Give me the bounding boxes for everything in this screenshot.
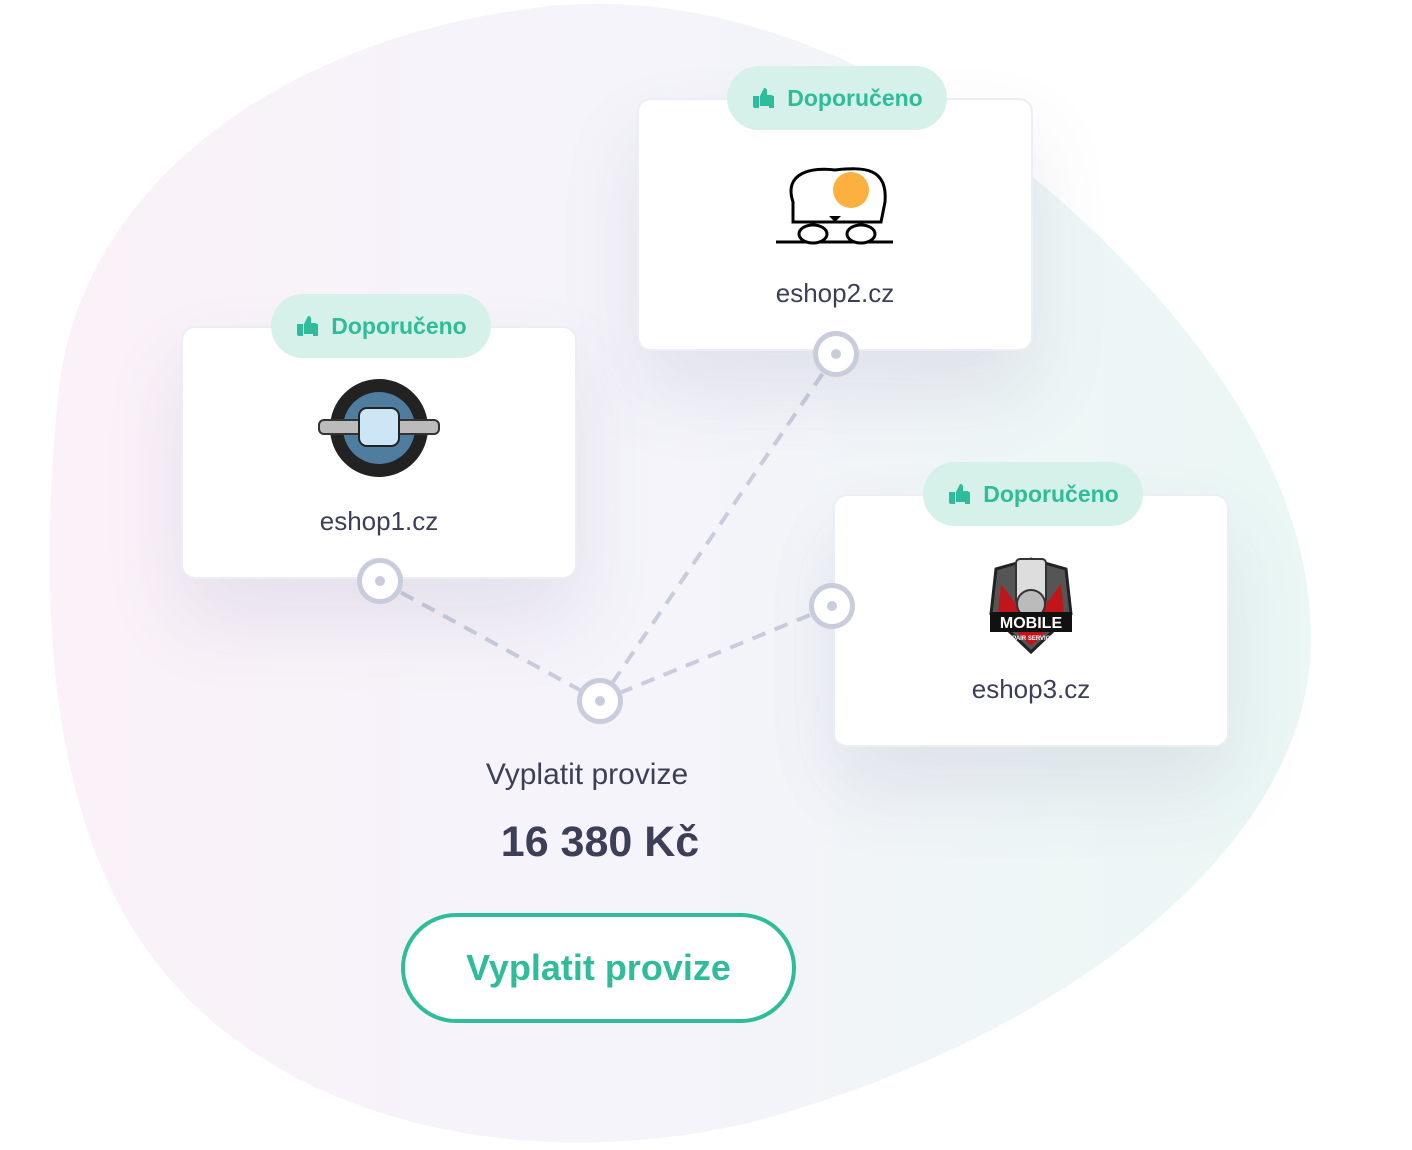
pay-commission-button[interactable]: Vyplatit provize (401, 913, 796, 1023)
connector-node-eshop2 (813, 331, 859, 377)
svg-text:REPAIR SERVICES: REPAIR SERVICES (1004, 636, 1058, 642)
recommended-badge: Doporučeno (923, 462, 1143, 526)
connector-node-eshop3 (809, 583, 855, 629)
connector-lines (379, 352, 838, 703)
badge-label: Doporučeno (787, 84, 923, 111)
badge-label: Doporučeno (983, 480, 1119, 507)
payout-label: Vyplatit provize (485, 758, 689, 791)
thumbs-up-icon (297, 316, 319, 336)
mobile-repair-logo: MOBILE REPAIR SERVICES (989, 557, 1073, 655)
puppy-logo (776, 167, 893, 245)
thumbs-up-icon (753, 88, 775, 108)
connector-node-center (577, 678, 623, 724)
shop-card-eshop3[interactable]: Doporučeno MOBILE REPAIR SERVICES eshop3… (833, 462, 1229, 747)
shop-name: eshop3.cz (971, 674, 1091, 704)
recommended-badge: Doporučeno (727, 66, 947, 130)
thumbs-up-icon (949, 484, 971, 504)
svg-text:MOBILE: MOBILE (1000, 615, 1063, 632)
shop-card-eshop1[interactable]: Doporučeno eshop1.cz (181, 294, 577, 579)
wrench-fist-logo (318, 379, 440, 477)
shop-name: eshop1.cz (319, 506, 439, 536)
recommended-badge: Doporučeno (271, 294, 491, 358)
shop-card-eshop2[interactable]: Doporučeno eshop2.cz (637, 66, 1033, 351)
payout-amount: 16 380 Kč (500, 818, 700, 866)
shop-name: eshop2.cz (775, 278, 895, 308)
badge-label: Doporučeno (331, 312, 467, 339)
connector-node-eshop1 (357, 558, 403, 604)
